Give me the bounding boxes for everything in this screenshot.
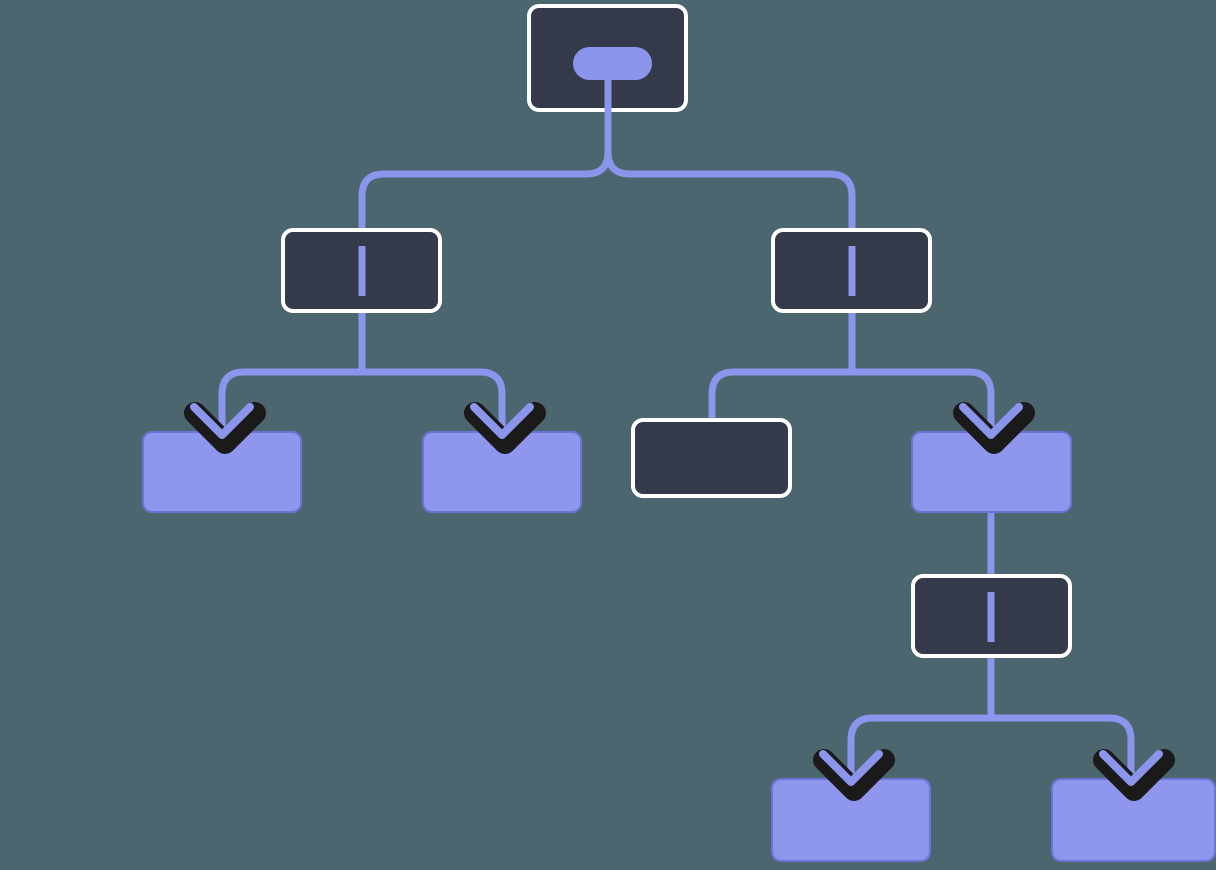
node-leaf-a[interactable] — [142, 431, 302, 513]
node-root[interactable] — [527, 4, 688, 112]
edge-l1b-l2d — [852, 368, 995, 440]
node-leaf-d[interactable] — [771, 778, 931, 862]
node-level3-dark[interactable] — [911, 574, 1072, 658]
edge-l1a-l2b — [362, 368, 506, 440]
node-leaf-c[interactable] — [911, 431, 1072, 513]
root-pill-badge — [573, 47, 652, 80]
node-level1-left[interactable] — [281, 228, 442, 313]
edge-root-l1b — [604, 151, 856, 330]
node-level1-right[interactable] — [771, 228, 932, 313]
edge-l3a-l4b — [991, 714, 1135, 788]
node-leaf-e[interactable] — [1051, 778, 1216, 862]
node-level2-dark[interactable] — [631, 418, 792, 498]
node-leaf-b[interactable] — [422, 431, 582, 513]
edge-l1b-l2c — [708, 330, 856, 424]
